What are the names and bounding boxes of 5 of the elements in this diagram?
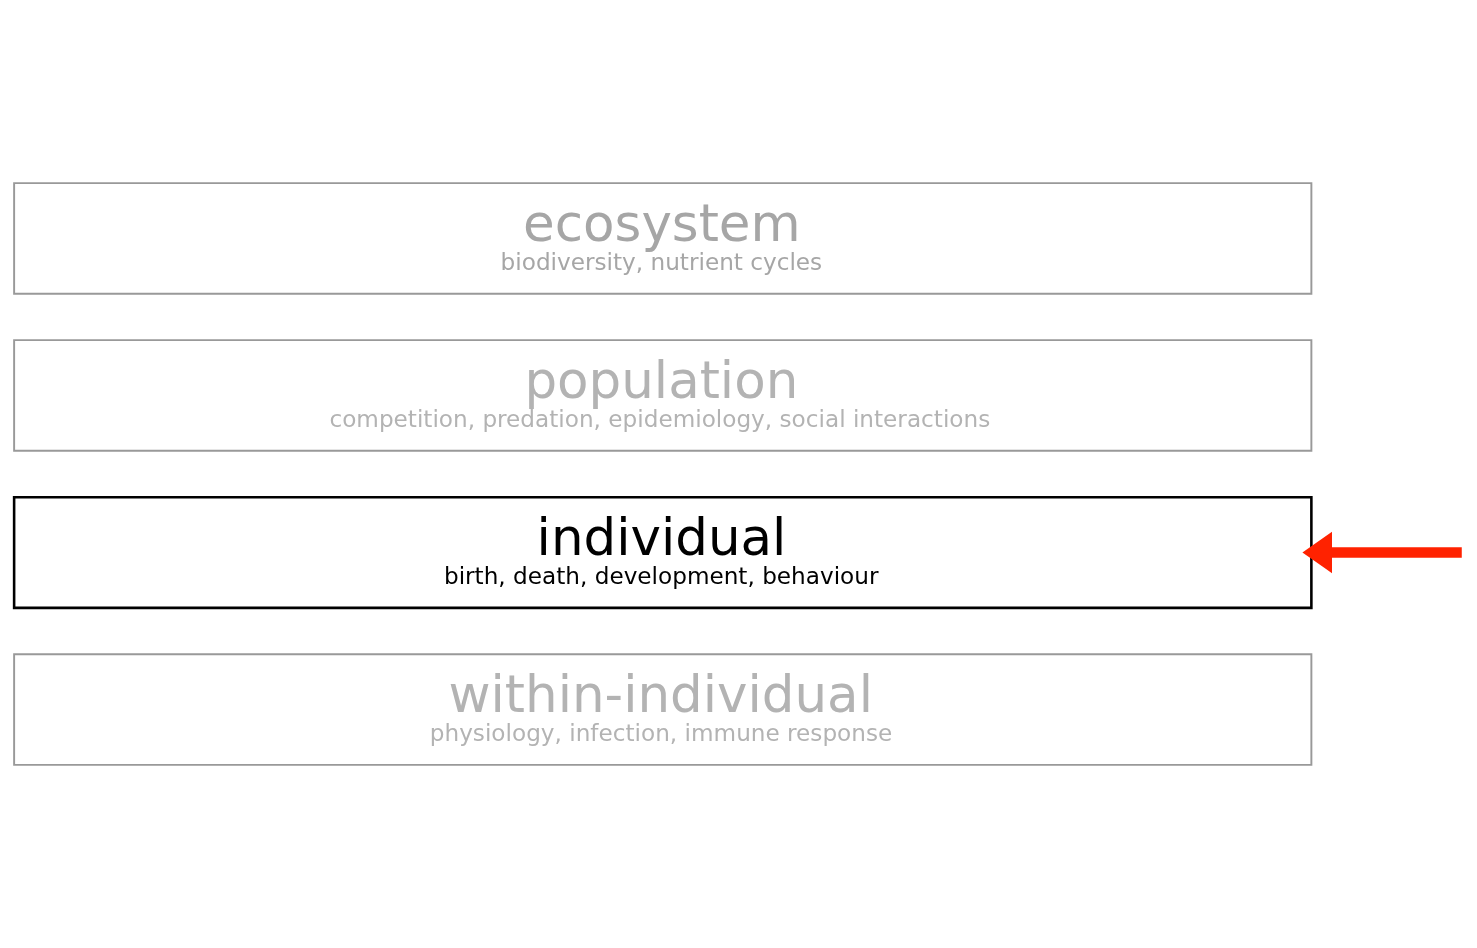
node-box: within-individual physiology, infection, immune response (13, 653, 1313, 766)
node-box: population competition, predation, epidemiology, social interactions (13, 339, 1313, 452)
arrow (1302, 531, 1462, 574)
node-box: ecosystem biodiversity, nutrient cycles (13, 182, 1313, 295)
node-box: individual birth, death, development, behaviour (12, 495, 1313, 610)
